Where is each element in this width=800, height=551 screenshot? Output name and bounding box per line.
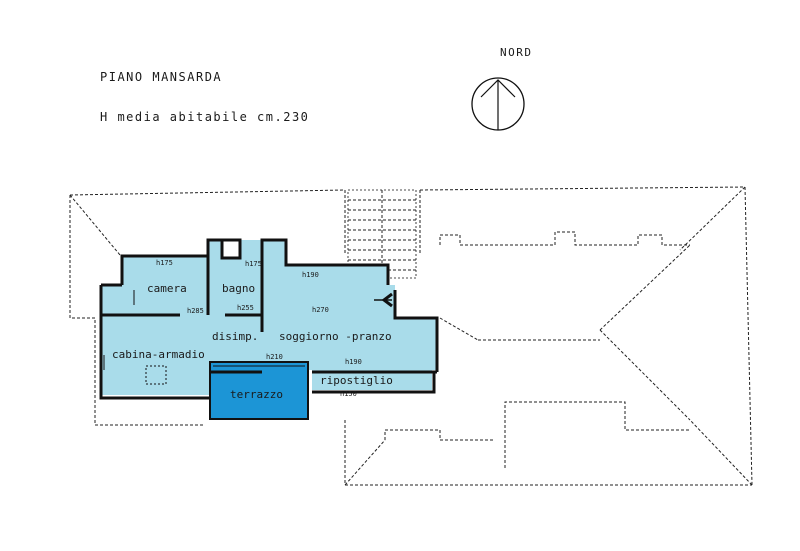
height-bagno-bottom: h255 xyxy=(237,304,254,312)
height-ripostiglio-top: h190 xyxy=(345,358,362,366)
plan-title: PIANO MANSARDA xyxy=(100,70,222,84)
label-terrazzo: terrazzo xyxy=(230,388,283,401)
room-cabina xyxy=(101,315,262,395)
north-arrowhead-icon xyxy=(480,79,516,98)
room-bagno xyxy=(208,240,262,315)
room-camera xyxy=(101,256,208,315)
apartment-rooms xyxy=(99,238,439,420)
roof-outline xyxy=(69,186,753,486)
height-ripostiglio: h150 xyxy=(340,390,357,398)
staircase xyxy=(347,189,417,279)
compass-label: NORD xyxy=(500,46,533,59)
label-disimp: disimp. xyxy=(212,330,258,343)
room-soggiorno xyxy=(262,240,437,370)
fixture-square xyxy=(145,365,167,385)
label-cabina: cabina-armadio xyxy=(112,348,205,361)
label-camera: camera xyxy=(147,282,187,295)
height-soggiorno-top: h190 xyxy=(302,271,319,279)
height-terrazzo: h210 xyxy=(266,353,283,361)
north-compass: NORD xyxy=(471,46,533,131)
height-disimp: h285 xyxy=(187,307,204,315)
room-ripostiglio xyxy=(312,370,432,390)
room-labels: camera bagno disimp. soggiorno -pranzo c… xyxy=(112,282,393,401)
label-bagno: bagno xyxy=(222,282,255,295)
exterior-wall xyxy=(120,238,242,285)
label-ripostiglio: ripostiglio xyxy=(320,374,393,387)
label-soggiorno: soggiorno -pranzo xyxy=(279,330,392,343)
height-annotations: h175 h175 h190 h285 h255 h270 h210 h190 … xyxy=(156,259,362,398)
height-bagno: h175 xyxy=(245,260,262,268)
height-camera: h175 xyxy=(156,259,173,267)
plan-subtitle: H media abitabile cm.230 xyxy=(100,110,309,124)
height-soggiorno: h270 xyxy=(312,306,329,314)
